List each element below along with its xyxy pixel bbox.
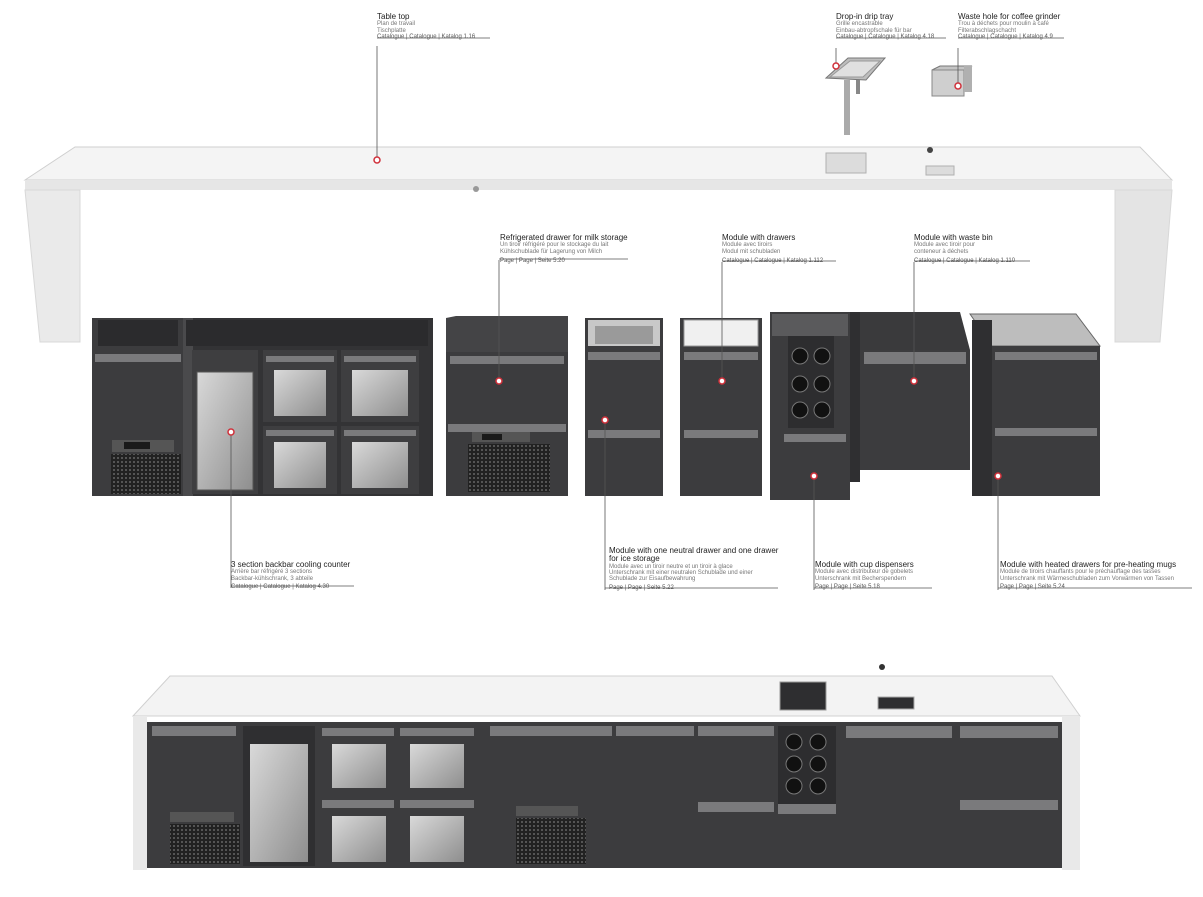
callout-de: Einbau-abtropfschale für bar bbox=[836, 27, 912, 34]
callout-title-2: for ice storage bbox=[609, 554, 660, 564]
callout-title: Module with drawers bbox=[722, 233, 796, 242]
callout-ref: Catalogue | Catalogue | Katalog 1.110 bbox=[914, 257, 1016, 264]
callout-ref: Page | Page | Seite 5.18 bbox=[815, 583, 880, 590]
drip-tray-part bbox=[824, 57, 887, 135]
callout-de: Modul mit schubladen bbox=[722, 248, 781, 255]
callout-ref: Page | Page | Seite 5.22 bbox=[609, 584, 674, 591]
callout-cup-dispensers: Module with cup dispensers Module avec d… bbox=[815, 560, 914, 590]
callout-ref: Catalogue | Catalogue | Katalog 1.112 bbox=[722, 257, 824, 264]
callout-ref: Catalogue | Catalogue | Katalog 1.16 bbox=[377, 33, 476, 40]
callout-fr: Module de tiroirs chauffants pour le pré… bbox=[1000, 569, 1161, 576]
callout-drawers: Module with drawers Module avec tiroirs … bbox=[722, 233, 824, 264]
cup-dispenser-module bbox=[770, 312, 850, 500]
callout-heated-drawers: Module with heated drawers for pre-heati… bbox=[1000, 560, 1200, 590]
callout-title: Refrigerated drawer for milk storage bbox=[500, 233, 628, 242]
callout-backbar: 3 section backbar cooling counter Arrièr… bbox=[231, 560, 351, 590]
drawers-module bbox=[680, 318, 762, 496]
heated-drawers-module bbox=[969, 313, 1101, 496]
callout-de: Tischplatte bbox=[377, 27, 406, 34]
callout-de: Unterschrank mit einer neutralen Schubla… bbox=[609, 570, 753, 577]
markers bbox=[227, 62, 1002, 480]
callout-ref: Catalogue | Catalogue | Katalog 4.9 bbox=[958, 33, 1053, 40]
callout-title: Drop-in drip tray bbox=[836, 12, 894, 21]
callout-de: Filterabschlagschacht bbox=[958, 27, 1017, 34]
callout-fr: Module avec tiroirs bbox=[722, 242, 773, 249]
callout-de: Backbar-kühlschrank, 3 abteile bbox=[231, 575, 314, 582]
callout-de: Unterschrank mit Wärmeschubladen zum Vor… bbox=[1000, 575, 1174, 582]
callout-fr: Grille encastrable bbox=[836, 21, 883, 28]
callout-fr: Plan de travail bbox=[377, 21, 416, 28]
callout-de-2: Schublade zur Eisaufbewahrung bbox=[609, 576, 696, 583]
waste-hole-part bbox=[931, 65, 973, 97]
callout-waste-hole: Waste hole for coffee grinder Trou à déc… bbox=[958, 12, 1061, 40]
callout-fr: Module avec distributeur de gobelets bbox=[815, 569, 914, 576]
callout-de: Kühlschublade für Lagerung von Milch bbox=[500, 248, 603, 255]
waste-bin-module bbox=[850, 312, 970, 482]
backbar-cooling-counter bbox=[92, 318, 433, 496]
callout-milk-drawer: Refrigerated drawer for milk storage Un … bbox=[500, 233, 628, 264]
callout-title: Module with waste bin bbox=[914, 233, 993, 242]
callout-fr: Module avec un tiroir neutre et un tiroi… bbox=[609, 563, 733, 570]
callout-fr: Trou à déchets pour moulin à café bbox=[958, 21, 1049, 28]
leader-lines bbox=[230, 37, 1192, 590]
callout-title: Module with cup dispensers bbox=[815, 560, 914, 569]
callout-ref: Catalogue | Catalogue | Katalog 4.18 bbox=[836, 33, 935, 40]
callout-ref: Catalogue | Catalogue | Katalog 4.30 bbox=[231, 583, 330, 590]
callout-ice-drawer: Module with one neutral drawer and one d… bbox=[609, 546, 779, 591]
callout-table-top: Table top Plan de travail Tischplatte Ca… bbox=[377, 12, 476, 40]
callout-ref: Page | Page | Seite 5.20 bbox=[500, 257, 565, 264]
callout-title: Module with heated drawers for pre-heati… bbox=[1000, 560, 1177, 569]
ice-drawer-module bbox=[585, 318, 663, 496]
table-top bbox=[23, 146, 1174, 343]
callout-fr: Arrière bar réfrigéré 3 sections bbox=[231, 569, 313, 576]
callout-title: 3 section backbar cooling counter bbox=[231, 560, 351, 569]
callout-fr: Module avec tiroir pour bbox=[914, 242, 976, 249]
callout-title: Waste hole for coffee grinder bbox=[958, 12, 1061, 21]
callout-drip-tray: Drop-in drip tray Grille encastrable Ein… bbox=[836, 12, 935, 40]
milk-drawer-module bbox=[446, 316, 568, 496]
callout-title: Module with one neutral drawer and one d… bbox=[609, 546, 779, 555]
callout-de: conteneur à déchets bbox=[914, 248, 969, 255]
assembled-counter bbox=[131, 664, 1081, 870]
callout-ref: Page | Page | Seite 5.24 bbox=[1000, 583, 1065, 590]
callout-de: Unterschrank mit Becherspendern bbox=[815, 575, 907, 582]
callout-title: Table top bbox=[377, 12, 410, 21]
callout-fr: Un tiroir réfrigéré pour le stockage du … bbox=[500, 242, 609, 249]
callout-waste-bin: Module with waste bin Module avec tiroir… bbox=[914, 233, 1016, 264]
